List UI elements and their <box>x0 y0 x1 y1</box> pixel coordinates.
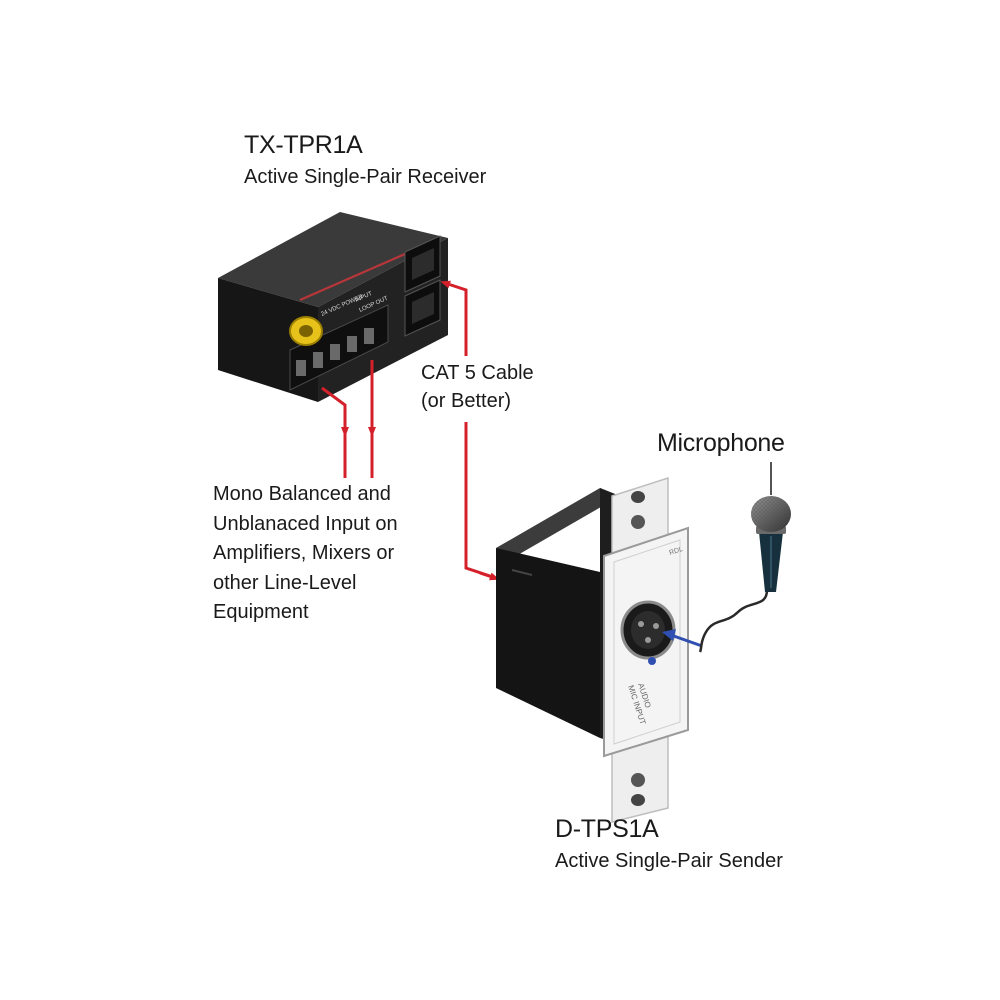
strap-screw-bottom <box>631 773 645 787</box>
output-note-line: Mono Balanced and <box>213 483 391 505</box>
receiver-rj45-upper <box>404 235 441 293</box>
sender-led <box>648 657 656 665</box>
sender-brand-mark: RDL <box>668 546 684 557</box>
strap-hole-top <box>631 491 645 503</box>
receiver-model-title: TX-TPR1A <box>244 131 363 159</box>
cable-label-line2: (or Better) <box>421 390 512 412</box>
output-note-line: Equipment <box>213 601 309 623</box>
output-note-line: Unblanaced Input on <box>213 512 398 535</box>
receiver-label-strip <box>299 252 406 302</box>
mic-signal-arrow <box>662 629 703 648</box>
output-note-line: Amplifiers, Mixers or <box>213 542 395 564</box>
sender-description: Active Single-Pair Sender <box>555 850 783 872</box>
sender-box-front <box>496 548 600 738</box>
sender-box-top <box>496 488 620 556</box>
receiver-top-face <box>218 212 448 307</box>
sender-box-slot <box>511 569 533 576</box>
sender-device: RDL AUDIO MIC INPUT <box>496 476 689 823</box>
microphone-icon <box>698 462 791 653</box>
strap-screw-top <box>631 515 645 529</box>
cat5-cable-wire-upper <box>440 280 468 356</box>
cat5-cable-wire <box>464 422 497 580</box>
strap-hole-bottom <box>631 794 645 806</box>
receiver-terminal-block <box>289 304 389 391</box>
receiver-description: Active Single-Pair Receiver <box>244 166 487 188</box>
cat5-cable-arrow-sender <box>479 571 500 581</box>
microphone-label: Microphone <box>657 429 785 457</box>
sender-model-title: D-TPS1A <box>555 815 659 843</box>
receiver-rj45-lower <box>404 279 441 337</box>
cable-label-line1: CAT 5 Cable <box>421 362 534 384</box>
receiver-power-jack <box>289 316 323 346</box>
sender-xlr-jack <box>620 600 676 660</box>
microphone-cable <box>698 587 769 653</box>
output-note-line: other Line-Level <box>213 571 357 594</box>
output-note: Mono Balanced and Unblanaced Input on Am… <box>213 480 398 628</box>
receiver-device: 24 VDC POWER INPUT LOOP OUT <box>218 212 448 402</box>
output-wire-left <box>321 386 347 478</box>
